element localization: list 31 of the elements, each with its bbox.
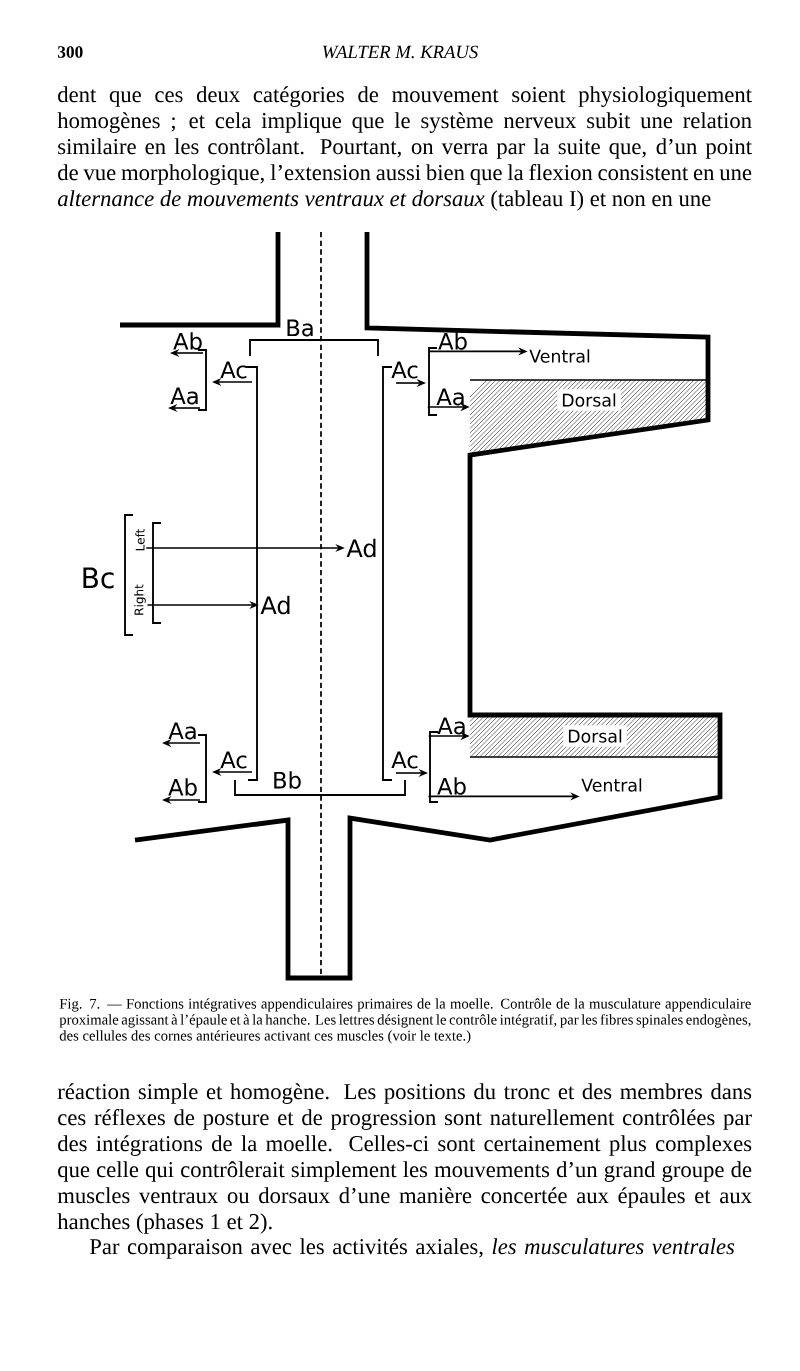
letter-label: Ab [173,332,202,350]
hatched-band: Dorsal [469,379,709,456]
letter-label: Aa [436,388,464,406]
node-label: Dorsal [568,729,622,743]
paragraph: réaction simple et homogène. Les positions du tronc et des membres dans ces réflexes de posture et de progression sont naturellement contrôlées par des intégrations de la moelle. Celles-ci sont certainement plus complexes que celle qui contrôlerait simplement les mouvements d’un grand groupe de muscles ventraux ou dorsaux d’une manière concertée aux épaules et aux hanches (phases 1 et 2). [57,1083,752,1234]
letter-label: Ad [346,538,376,558]
letter-label: Ab [437,777,466,795]
letter-label: Ac [220,751,247,769]
paragraph: dent que ces deux catégories de mouvement soient physiologiquement homogènes ; et cela implique que le système nerveux subit une relation similaire en les contrôlant. Pourtant, on verra par la suite que, d’un point de vue morphologique, l’extension aussi bien que la flexion consistent en une alternance de mouvements ventraux et dorsaux (tableau I) et non en une [57,86,752,211]
hatched-band: Dorsal [469,714,721,758]
letter-label: Ab [168,778,197,796]
letter-label: Bc [83,567,114,589]
letter-label: Aa [437,717,465,735]
letter-label: Ac [391,751,418,769]
letter-label: Ba [287,319,313,337]
side-label: Left [135,529,145,551]
side-label: Right [134,584,146,615]
letter-label: Ab [438,332,467,350]
letter-label: Ac [391,361,418,379]
page-number: 300 [57,46,83,58]
letter-label: Aa [168,722,196,740]
letter-label: Aa [170,387,198,405]
letter-label: Bb [274,771,301,789]
letter-label: Ad [260,595,290,615]
running-head: WALTER M. KRAUS [323,45,478,59]
caption: Fig. 7. — Fonctions intégratives appendiculaires primaires de la moelle. Contrôle de la musculature appendiculaire proximale agissant à l’épaule et à la hanche. Les lettres désignent le contrôle intégratif, par les fibres spinales endogènes, des cellules des cornes antérieures activant ces muscles (voir le texte.) [59,998,751,1044]
region-label: Ventral [581,778,642,792]
letter-label: Ac [220,361,247,379]
node-label: Dorsal [562,393,616,407]
paragraph: Par comparaison avec les activités axiales, les musculatures ventrales [89,1238,735,1259]
region-label: Ventral [529,349,590,363]
